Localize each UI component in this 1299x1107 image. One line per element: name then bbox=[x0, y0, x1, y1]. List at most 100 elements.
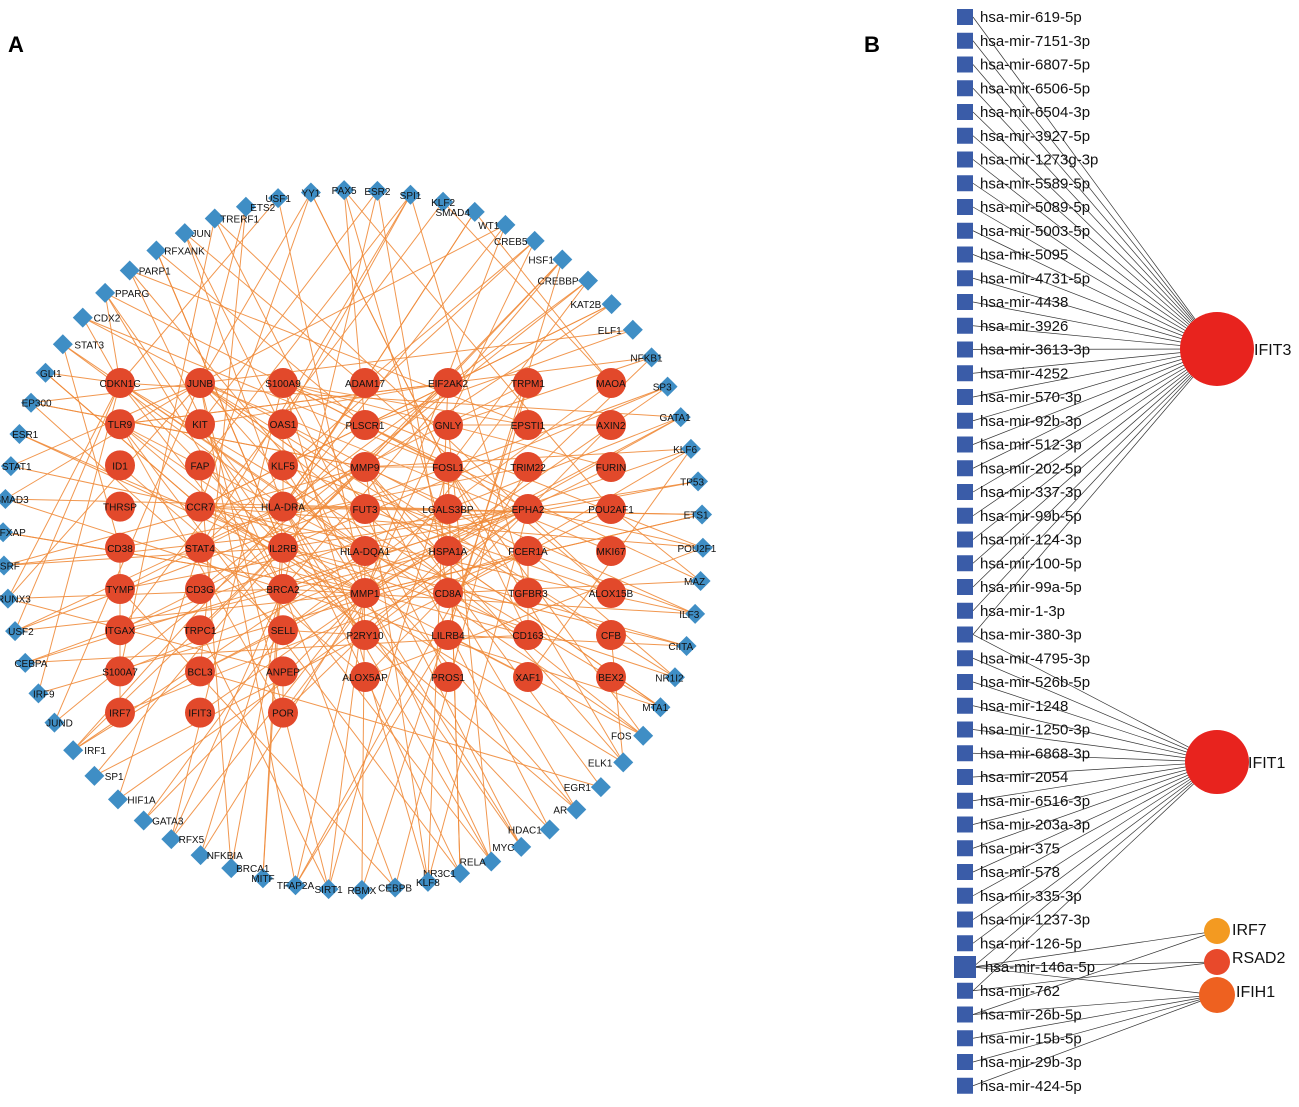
tf-node-tp53[interactable]: TP53 bbox=[680, 471, 709, 492]
gene-node-brca2[interactable]: BRCA2 bbox=[266, 574, 300, 604]
gene-node-lgals3bp[interactable]: LGALS3BP bbox=[422, 494, 474, 524]
gene-node-xaf1[interactable]: XAF1 bbox=[513, 662, 543, 692]
tf-node-yy1[interactable]: YY1 bbox=[300, 182, 321, 203]
gene-node-pou2af1[interactable]: POU2AF1 bbox=[588, 494, 634, 524]
mirna-node-hsa-mir-7151-3p[interactable]: hsa-mir-7151-3p bbox=[957, 32, 1090, 50]
tf-node-irf9[interactable]: IRF9 bbox=[28, 683, 55, 704]
gene-node-fosl1[interactable]: FOSL1 bbox=[432, 452, 464, 482]
tf-node-egr1[interactable]: EGR1 bbox=[564, 777, 611, 798]
gene-node-epha2[interactable]: EPHA2 bbox=[512, 494, 545, 524]
mirna-node-hsa-mir-337-3p[interactable]: hsa-mir-337-3p bbox=[957, 484, 1082, 501]
mirna-node-hsa-mir-3926[interactable]: hsa-mir-3926 bbox=[957, 317, 1068, 335]
mirna-node-hsa-mir-92b-3p[interactable]: hsa-mir-92b-3p bbox=[957, 412, 1082, 430]
gene-node-ifit3[interactable]: IFIT3 bbox=[185, 697, 215, 728]
tf-node-gata3[interactable]: GATA3 bbox=[133, 810, 184, 831]
tf-node-rfxap[interactable]: RFXAP bbox=[0, 522, 26, 543]
target-node-ifit3[interactable]: IFIT3 bbox=[1180, 312, 1291, 386]
gene-node-gnly[interactable]: GNLY bbox=[433, 410, 463, 440]
mirna-node-hsa-mir-5589-5p[interactable]: hsa-mir-5589-5p bbox=[957, 175, 1090, 192]
gene-node-eif2ak2[interactable]: EIF2AK2 bbox=[428, 368, 468, 398]
mirna-node-hsa-mir-99a-5p[interactable]: hsa-mir-99a-5p bbox=[957, 579, 1082, 596]
gene-node-tymp[interactable]: TYMP bbox=[105, 574, 135, 604]
gene-node-hla-dra[interactable]: HLA-DRA bbox=[261, 491, 305, 522]
gene-node-axin2[interactable]: AXIN2 bbox=[596, 410, 626, 440]
tf-node-myc[interactable]: MYC bbox=[492, 836, 532, 857]
tf-node-gata1[interactable]: GATA1 bbox=[659, 407, 691, 428]
mirna-node-hsa-mir-6807-5p[interactable]: hsa-mir-6807-5p bbox=[957, 56, 1090, 74]
mirna-node-hsa-mir-6868-3p[interactable]: hsa-mir-6868-3p bbox=[957, 745, 1090, 762]
mirna-node-hsa-mir-380-3p[interactable]: hsa-mir-380-3p bbox=[957, 626, 1082, 644]
gene-node-hla-dqa1[interactable]: HLA-DQA1 bbox=[340, 536, 390, 566]
mirna-node-hsa-mir-99b-5p[interactable]: hsa-mir-99b-5p bbox=[957, 507, 1082, 525]
mirna-node-hsa-mir-5003-5p[interactable]: hsa-mir-5003-5p bbox=[957, 222, 1090, 240]
tf-node-esr1[interactable]: ESR1 bbox=[9, 423, 39, 444]
tf-node-ets1[interactable]: ETS1 bbox=[684, 504, 713, 525]
tf-node-pou2f1[interactable]: POU2F1 bbox=[677, 537, 717, 558]
tf-node-klf8[interactable]: KLF8 bbox=[416, 871, 440, 892]
gene-node-mmp1[interactable]: MMP1 bbox=[350, 578, 380, 608]
mirna-node-hsa-mir-2054[interactable]: hsa-mir-2054 bbox=[957, 769, 1068, 786]
tf-node-elf1[interactable]: ELF1 bbox=[598, 319, 643, 340]
tf-node-sirt1[interactable]: SIRT1 bbox=[315, 879, 344, 900]
mirna-node-hsa-mir-526b-5p[interactable]: hsa-mir-526b-5p bbox=[957, 674, 1090, 691]
tf-node-cebpa[interactable]: CEBPA bbox=[14, 652, 48, 673]
tf-node-crebbp[interactable]: CREBBP bbox=[537, 270, 599, 291]
target-node-rsad2[interactable]: RSAD2 bbox=[1204, 949, 1285, 975]
tf-node-ilf3[interactable]: ILF3 bbox=[679, 603, 706, 624]
gene-node-trpc1[interactable]: TRPC1 bbox=[184, 615, 217, 646]
tf-node-spi1[interactable]: SPI1 bbox=[400, 184, 422, 205]
target-node-irf7[interactable]: IRF7 bbox=[1204, 918, 1267, 944]
gene-node-stat4[interactable]: STAT4 bbox=[185, 532, 215, 563]
mirna-node-hsa-mir-1237-3p[interactable]: hsa-mir-1237-3p bbox=[957, 911, 1090, 929]
mirna-node-hsa-mir-4795-3p[interactable]: hsa-mir-4795-3p bbox=[957, 650, 1090, 667]
gene-node-id1[interactable]: ID1 bbox=[105, 450, 135, 481]
mirna-node-hsa-mir-6516-3p[interactable]: hsa-mir-6516-3p bbox=[957, 792, 1090, 810]
tf-node-fos[interactable]: FOS bbox=[611, 725, 654, 746]
tf-node-nr1i2[interactable]: NR1I2 bbox=[655, 667, 685, 688]
tf-node-jun[interactable]: JUN bbox=[174, 223, 211, 244]
tf-node-smad3[interactable]: SMAD3 bbox=[0, 488, 29, 509]
mirna-node-hsa-mir-124-3p[interactable]: hsa-mir-124-3p bbox=[957, 531, 1082, 549]
gene-node-cfb[interactable]: CFB bbox=[596, 620, 626, 650]
gene-node-cd38[interactable]: CD38 bbox=[105, 532, 135, 563]
mirna-node-hsa-mir-1248[interactable]: hsa-mir-1248 bbox=[957, 697, 1068, 715]
tf-node-usf1[interactable]: USF1 bbox=[265, 188, 291, 209]
tf-node-sp1[interactable]: SP1 bbox=[84, 765, 124, 786]
tf-node-stat3[interactable]: STAT3 bbox=[52, 334, 105, 355]
tf-node-brca1[interactable]: BRCA1 bbox=[221, 858, 270, 879]
gene-node-tgfbr3[interactable]: TGFBR3 bbox=[508, 578, 548, 608]
mirna-node-hsa-mir-424-5p[interactable]: hsa-mir-424-5p bbox=[957, 1077, 1082, 1095]
gene-node-tlr9[interactable]: TLR9 bbox=[105, 409, 135, 440]
mirna-node-hsa-mir-4438[interactable]: hsa-mir-4438 bbox=[957, 294, 1068, 311]
gene-node-s100a9[interactable]: S100A9 bbox=[265, 368, 301, 398]
mirna-node-hsa-mir-4731-5p[interactable]: hsa-mir-4731-5p bbox=[957, 270, 1090, 287]
gene-node-adam17[interactable]: ADAM17 bbox=[345, 368, 385, 398]
gene-node-plscr1[interactable]: PLSCR1 bbox=[346, 410, 385, 440]
tf-node-irf1[interactable]: IRF1 bbox=[63, 740, 106, 761]
gene-node-thrsp[interactable]: THRSP bbox=[103, 491, 137, 522]
gene-node-por[interactable]: POR bbox=[268, 697, 298, 728]
gene-node-pros1[interactable]: PROS1 bbox=[431, 662, 465, 692]
tf-node-ar[interactable]: AR bbox=[553, 799, 587, 820]
tf-node-srf[interactable]: SRF bbox=[0, 555, 20, 576]
tf-node-usf2[interactable]: USF2 bbox=[5, 621, 34, 642]
mirna-node-hsa-mir-619-5p[interactable]: hsa-mir-619-5p bbox=[957, 9, 1082, 26]
tf-node-sp3[interactable]: SP3 bbox=[653, 376, 678, 397]
tf-node-rela[interactable]: RELA bbox=[460, 851, 502, 872]
gene-node-cdkn1c[interactable]: CDKN1C bbox=[99, 368, 141, 398]
mirna-node-hsa-mir-4252[interactable]: hsa-mir-4252 bbox=[957, 365, 1068, 382]
tf-node-nr3c1[interactable]: NR3C1 bbox=[423, 863, 471, 884]
mirna-node-hsa-mir-29b-3p[interactable]: hsa-mir-29b-3p bbox=[957, 1054, 1082, 1071]
tf-node-hsf1[interactable]: HSF1 bbox=[528, 249, 573, 270]
gene-node-anpep[interactable]: ANPEP bbox=[266, 656, 300, 687]
tf-node-nfkb1[interactable]: NFKB1 bbox=[630, 347, 663, 368]
tf-node-runx3[interactable]: RUNX3 bbox=[0, 588, 31, 609]
mirna-node-hsa-mir-570-3p[interactable]: hsa-mir-570-3p bbox=[957, 389, 1082, 406]
mirna-node-hsa-mir-578[interactable]: hsa-mir-578 bbox=[957, 864, 1060, 881]
mirna-node-hsa-mir-5095[interactable]: hsa-mir-5095 bbox=[957, 246, 1068, 264]
mirna-node-hsa-mir-203a-3p[interactable]: hsa-mir-203a-3p bbox=[957, 816, 1090, 834]
target-node-ifih1[interactable]: IFIH1 bbox=[1199, 977, 1275, 1013]
tf-node-mitf[interactable]: MITF bbox=[251, 868, 275, 889]
mirna-node-hsa-mir-512-3p[interactable]: hsa-mir-512-3p bbox=[957, 436, 1082, 454]
mirna-node-hsa-mir-375[interactable]: hsa-mir-375 bbox=[957, 840, 1060, 857]
